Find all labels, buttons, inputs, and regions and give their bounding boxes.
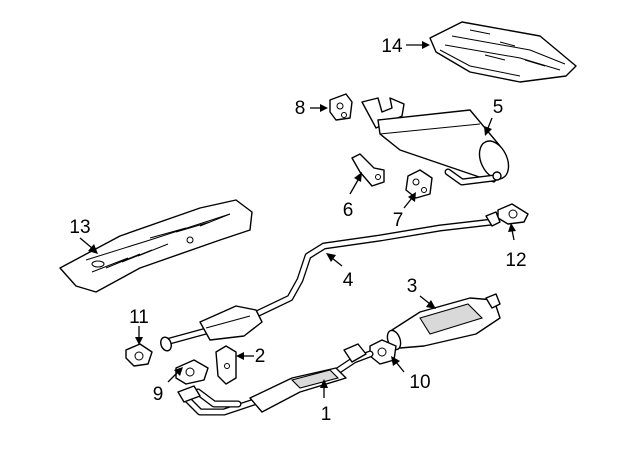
part-2-bracket [215, 345, 237, 385]
part-3-catalytic-converter [386, 293, 501, 351]
callout-3: 3 [407, 276, 418, 297]
callout-11: 11 [129, 307, 149, 328]
part-5-muffler [361, 97, 510, 186]
part-9-gasket [175, 359, 209, 385]
callout-13: 13 [69, 217, 90, 238]
callout-leaders [79, 41, 516, 398]
callout-8: 8 [295, 98, 306, 119]
callout-2: 2 [255, 346, 266, 367]
callout-5: 5 [493, 97, 504, 118]
part-11-gasket [125, 343, 153, 367]
callout-10: 10 [409, 372, 430, 393]
callout-4: 4 [343, 270, 354, 291]
callout-1: 1 [321, 404, 332, 425]
part-13-heat-shield-front [59, 199, 253, 293]
part-4-center-pipe [160, 211, 501, 352]
callout-14: 14 [381, 36, 403, 57]
callout-labels: 1 2 3 4 5 6 7 8 9 10 11 12 13 14 [69, 36, 526, 425]
callout-12: 12 [505, 250, 526, 271]
part-14-heat-shield-rear [429, 21, 577, 83]
part-6-bracket [351, 153, 385, 187]
callout-7: 7 [393, 210, 404, 231]
part-1-front-pipe [177, 343, 374, 416]
part-12-gasket [497, 203, 529, 225]
part-8-hanger-rubber [329, 93, 353, 121]
part-7-hanger [405, 169, 433, 199]
callout-6: 6 [343, 200, 354, 221]
callout-9: 9 [153, 384, 164, 405]
